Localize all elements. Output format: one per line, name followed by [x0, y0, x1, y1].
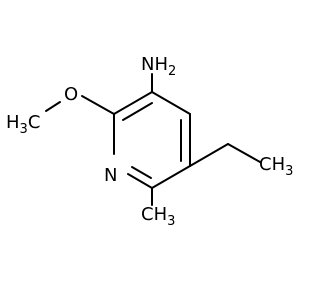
bond-c6-n1-inner [131, 166, 152, 179]
molecule-canvas: NH2 O N H3C CH3 CH3 [6, 54, 294, 229]
bond-c3-c4 [151, 91, 191, 115]
oxygen-label: O [64, 84, 78, 105]
bond-oxygen-methyl [45, 101, 61, 112]
methyl-label: CH3 [141, 204, 175, 229]
bond-ethyl-terminal [227, 143, 261, 163]
amine-label: NH2 [141, 54, 176, 79]
methoxy-carbon-label: H3C [6, 112, 40, 137]
ring-nitrogen-label: N [104, 165, 117, 186]
bond-c2-oxygen [81, 95, 115, 115]
structure-drawing: NH2 O N H3C CH3 CH3 [6, 54, 293, 229]
bond-c5-ethyl [189, 143, 229, 167]
bond-c2-c3 [113, 91, 153, 115]
bond-c5-c6 [151, 165, 191, 189]
ethyl-terminal-label: CH3 [259, 154, 293, 179]
bond-c6-n1 [127, 173, 153, 189]
bond-c2-c3-inner [122, 102, 153, 121]
